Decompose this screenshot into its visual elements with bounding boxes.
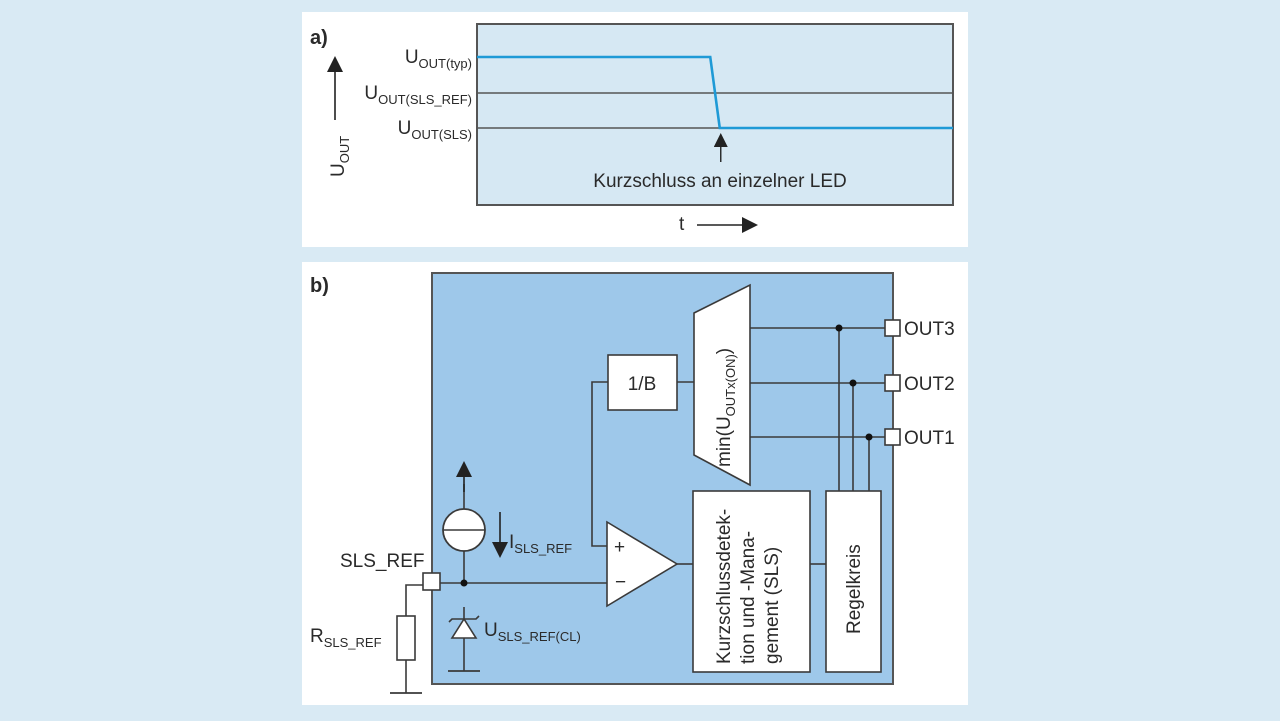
out2-pin [884,374,901,392]
junction-dot [460,579,468,587]
control-loop-block [825,490,882,673]
event-annotation: Kurzschluss an einzelner LED [593,171,846,192]
divider-label: 1/B [628,374,657,395]
level-label-sls-ref: UOUT(SLS_REF) [364,83,472,107]
out1-label: OUT1 [904,428,955,449]
svg-text:Regelkreis: Regelkreis [844,544,865,634]
divider-block [607,354,678,411]
out1-pin [884,428,901,446]
out3-label: OUT3 [904,319,955,340]
series-line-uout [477,55,953,130]
level-label-sls: UOUT(SLS) [398,118,472,142]
current-source-label: ISLS_REF [509,532,572,556]
sls-management-block [692,490,811,673]
ic-body [431,272,894,685]
junction-dot [849,379,857,387]
block-diagram-svg: b) [310,272,955,694]
sls-management-label: Kurzschlussdetek- tion und -Mana- gement… [714,509,783,664]
zener-diode-icon [448,615,480,639]
out3-pin [884,319,901,337]
opamp-minus-label: − [615,572,626,593]
y-axis-label: UOUT [328,136,352,177]
junction-dot [835,324,843,332]
comparator-opamp [606,520,679,608]
resistor-icon [396,615,416,661]
panel-a-tag: a) [310,27,328,49]
level-label-typ: UOUT(typ) [405,47,472,71]
sls-ref-pin-label: SLS_REF [340,551,424,572]
panel-b-tag: b) [310,275,329,297]
svg-text:Kurzschlussdetek-: Kurzschlussdetek- [714,509,735,664]
current-source-icon [442,508,486,552]
panel-b-block-diagram: b) [302,262,968,705]
svg-text:tion und -Mana-: tion und -Mana- [738,531,759,664]
opamp-plus-label: + [614,537,625,558]
min-selector-block [693,283,751,487]
panel-a-timing-chart: a) UOUT UOUT(typ) UOUT(SLS_REF) UOUT(SLS… [302,12,968,247]
svg-text:gement (SLS): gement (SLS) [762,547,783,664]
min-selector-label: min(UOUTx(ON)) [714,348,738,467]
x-axis-label: t [679,214,685,235]
plot-area [476,23,954,206]
timing-chart-svg: a) UOUT UOUT(typ) UOUT(SLS_REF) UOUT(SLS… [310,23,954,235]
svg-text:min(UOUTx(ON)): min(UOUTx(ON)) [714,348,738,467]
control-loop-label: Regelkreis [844,544,865,634]
zener-label: USLS_REF(CL) [484,620,581,644]
svg-text:UOUT: UOUT [328,136,352,177]
junction-dot [865,433,873,441]
sls-ref-pin [422,572,441,591]
out2-label: OUT2 [904,374,955,395]
resistor-label: RSLS_REF [310,626,382,650]
